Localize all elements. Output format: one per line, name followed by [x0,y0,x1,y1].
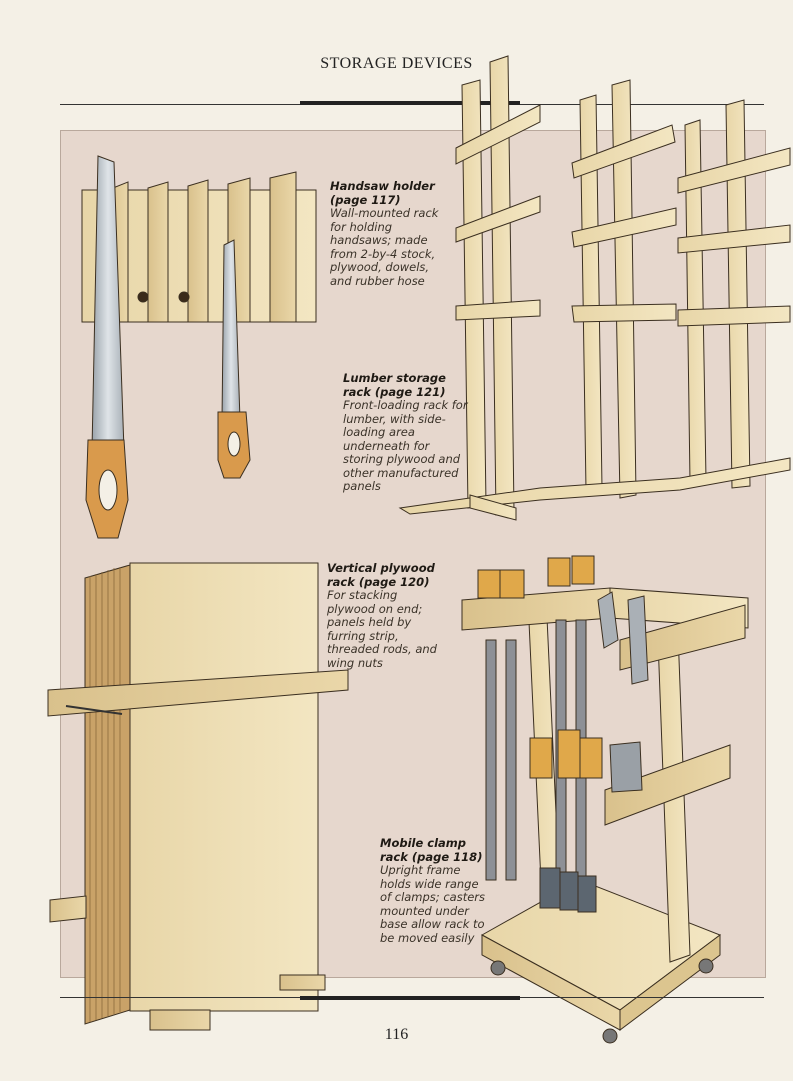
caption-lumber-rack: Lumber storage rack (page 121) Front-loa… [343,371,471,494]
page-number: 116 [384,1026,409,1043]
caption-body: Front-loading rack for lumber, with side… [343,398,468,493]
clamp-rack-drawing [461,555,749,1044]
dowel-icon [137,291,149,303]
caption-plywood-rack: Vertical plywood rack (page 120) For sta… [327,561,447,670]
running-header: STORAGE DEVICES [320,55,473,72]
dowel-icon [178,291,190,303]
caster-icon [602,1028,618,1044]
bar-clamp [505,639,517,881]
holder-block [269,171,297,323]
plywood-panel [129,562,319,1012]
furring-strip [47,669,349,717]
threaded-rod [65,705,123,715]
holder-block [187,179,209,323]
caption-title: Mobile clamp rack (page 118) [380,836,483,864]
caption-title: Vertical plywood rack (page 120) [327,561,435,589]
caption-body: For stacking plywood on end; panels held… [327,588,437,670]
caption-handsaw-holder: Handsaw holder (page 117) Wall-mounted r… [330,179,442,288]
plywood-rack-drawing [47,562,349,1031]
handsaw-holder-drawing [81,155,317,539]
caption-title: Lumber storage rack (page 121) [343,371,446,399]
caption-clamp-rack: Mobile clamp rack (page 118) Upright fra… [380,836,490,945]
caption-body: Upright frame holds wide range of clamps… [380,863,485,945]
caster-icon [490,960,506,976]
caption-title: Handsaw holder (page 117) [330,179,435,207]
footer-rule-accent [300,996,520,1000]
caption-body: Wall-mounted rack for holding handsaws; … [330,206,439,288]
header-rule-accent [300,101,520,105]
lumber-rack-drawing [398,55,791,521]
bar-clamp [485,639,497,881]
caster-icon [698,958,714,974]
holder-block [147,181,169,323]
